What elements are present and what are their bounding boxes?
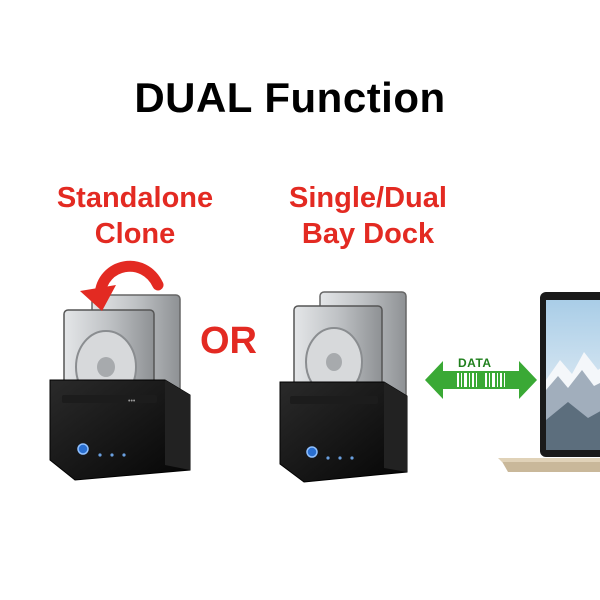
clone-arrow-icon [94, 260, 164, 301]
data-transfer-arrow-icon [425, 361, 537, 399]
single-dual-bay-dock-label-line1: Single/Dual [289, 182, 447, 214]
docking-station-dock-image [279, 291, 408, 483]
power-button-icon [77, 443, 89, 455]
svg-text:•••: ••• [128, 398, 136, 405]
standalone-clone-label-line1: Standalone [56, 182, 214, 214]
or-label: OR [200, 320, 257, 362]
single-dual-bay-dock-label: Single/Dual Bay Dock [268, 180, 468, 252]
docking-station-clone-image: ••• [49, 260, 191, 481]
laptop-image [498, 292, 600, 472]
page-title: DUAL Function [134, 74, 446, 121]
standalone-clone-label-line2: Clone [94, 218, 176, 250]
power-button-icon [306, 446, 318, 458]
standalone-clone-label: Standalone Clone [40, 180, 230, 252]
single-dual-bay-dock-label-line2: Bay Dock [301, 218, 435, 250]
data-arrow-label: DATA [458, 356, 492, 370]
